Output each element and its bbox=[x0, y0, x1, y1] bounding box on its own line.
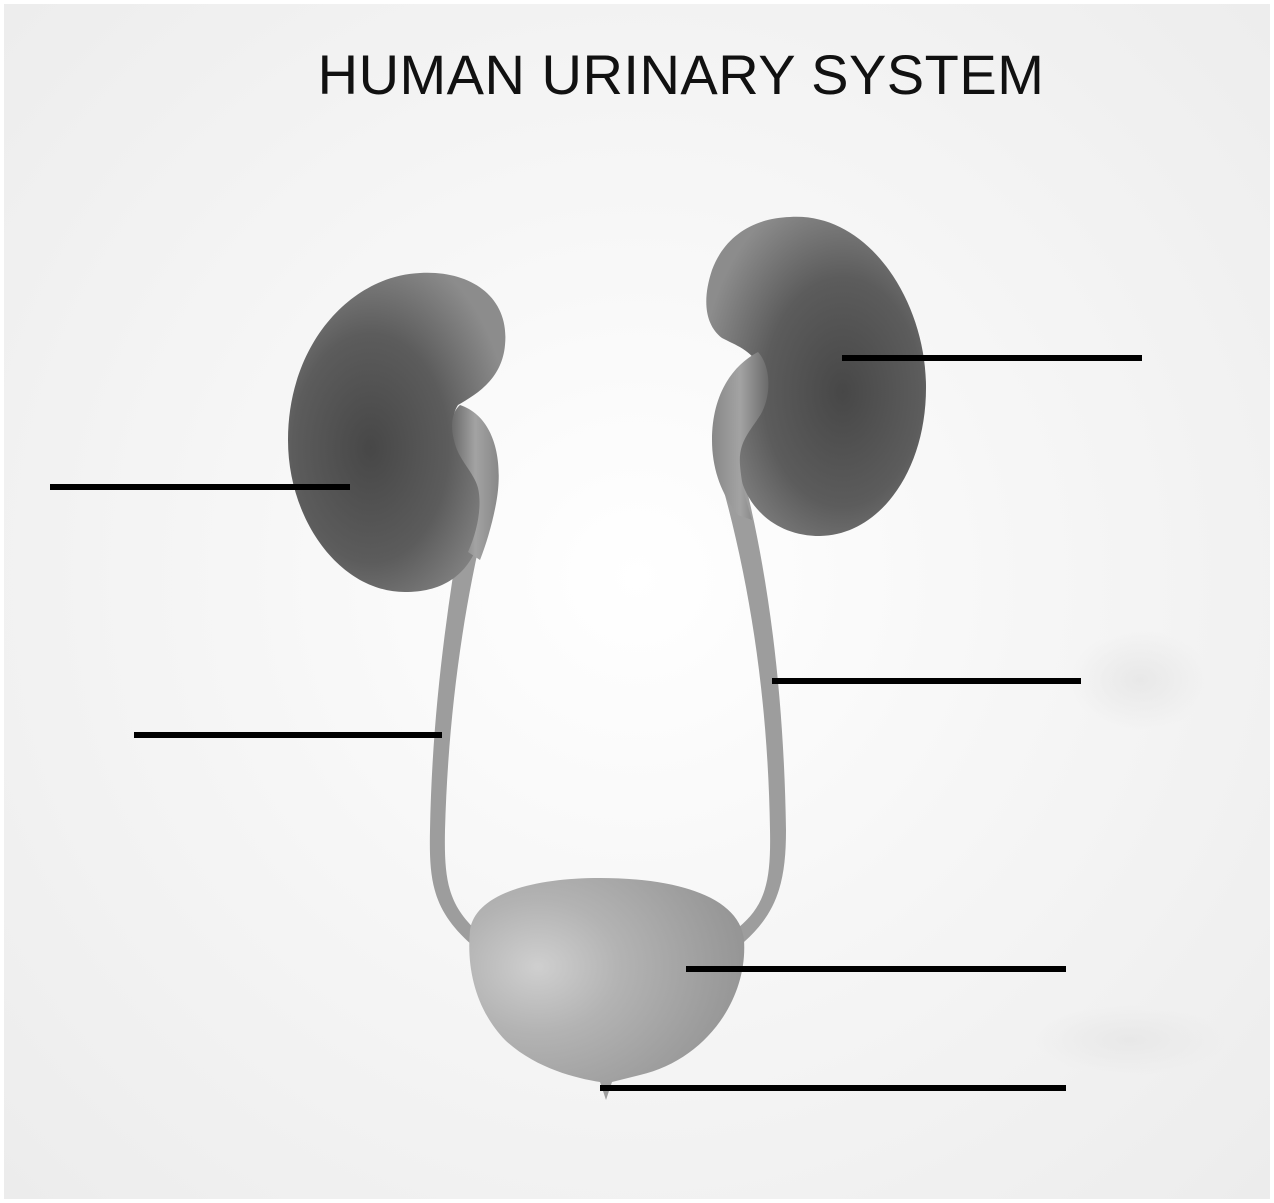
background-smudge bbox=[1035, 1005, 1225, 1075]
bladder bbox=[469, 878, 744, 1100]
background-smudge bbox=[1070, 630, 1210, 730]
right-ureter bbox=[718, 470, 786, 942]
